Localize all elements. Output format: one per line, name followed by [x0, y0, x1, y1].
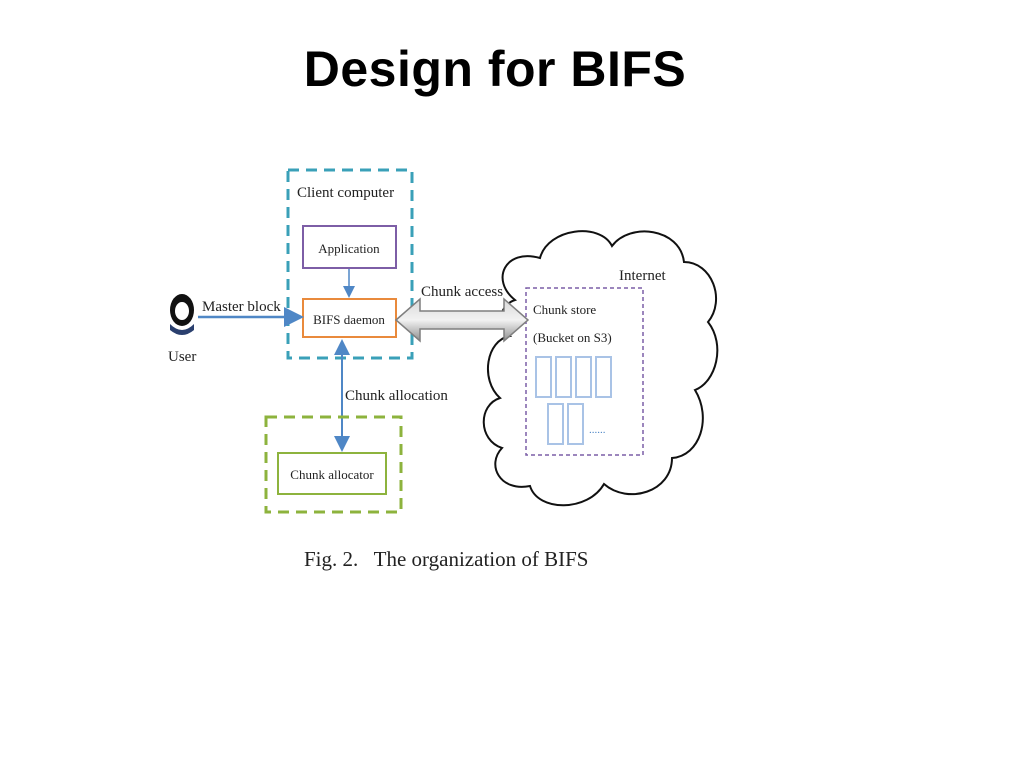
chunk-access-label: Chunk access — [421, 284, 503, 300]
chunk-allocator-box — [277, 452, 387, 495]
chunk-block — [575, 356, 592, 398]
more-chunks-ellipsis: ...... — [589, 424, 606, 436]
chunk-block — [547, 403, 564, 445]
chunk-block — [555, 356, 572, 398]
chunk-blocks — [535, 356, 612, 445]
figure-caption: Fig. 2. The organization of BIFS — [304, 547, 588, 571]
internet-label: Internet — [619, 268, 666, 284]
master-block-label: Master block — [202, 299, 281, 315]
slide-title: Design for BIFS — [303, 41, 687, 97]
chunk-access-arrow — [394, 297, 530, 343]
application-label: Application — [318, 241, 380, 256]
chunk-block — [595, 356, 612, 398]
user-label: User — [168, 349, 196, 365]
chunk-store-label: Chunk store — [533, 302, 596, 317]
user-icon — [170, 294, 194, 335]
chunk-allocation-label: Chunk allocation — [345, 388, 448, 404]
chunk-allocator-label: Chunk allocator — [290, 467, 374, 482]
application-box — [302, 225, 397, 269]
client-computer-boundary — [286, 168, 414, 360]
bifs-daemon-label: BIFS daemon — [313, 312, 385, 327]
client-computer-label: Client computer — [297, 185, 394, 201]
chunk-allocator-boundary — [264, 415, 403, 514]
chunk-block — [567, 403, 584, 445]
bucket-label: (Bucket on S3) — [533, 330, 612, 345]
chunk-block — [535, 356, 552, 398]
